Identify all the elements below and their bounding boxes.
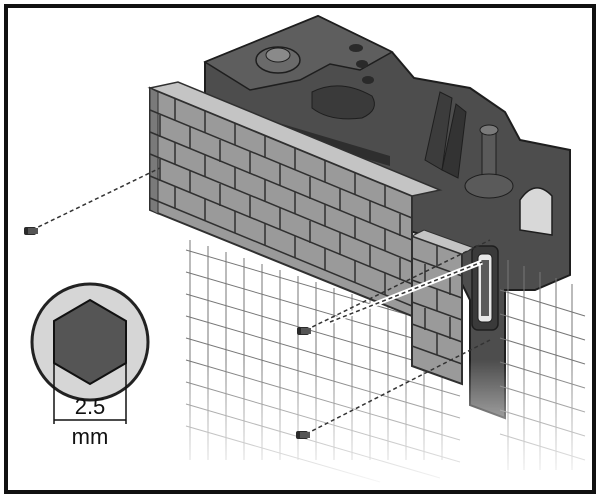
hex-size-unit: mm [72, 424, 109, 449]
connector-pins [481, 260, 489, 316]
panel-brick-lines [149, 98, 413, 307]
bracket-arch [519, 187, 553, 236]
bracket-top-face [203, 15, 394, 91]
bracket-fin [441, 103, 467, 179]
hex-screw [296, 431, 310, 439]
brick-panel-main [147, 81, 443, 318]
hex-size-value: 2.5 [75, 394, 106, 419]
bracket-hole [362, 76, 374, 84]
screw-leader-line [329, 261, 483, 323]
panel-left-edge [149, 87, 159, 215]
mesh-fade [180, 360, 590, 490]
side-panel-brick-lines [411, 245, 463, 365]
bracket-post-base [464, 173, 514, 199]
hex-screw [24, 227, 38, 235]
bracket-recess [311, 85, 375, 120]
hex-key-callout: 2.5 mm [30, 282, 150, 449]
bracket-hole [349, 44, 363, 52]
bracket-fin [424, 91, 453, 171]
bracket-boss-top [265, 47, 291, 63]
screw-leader-line [31, 167, 161, 231]
side-panel-top [410, 229, 476, 255]
screws [24, 167, 491, 439]
bracket-hole [356, 60, 368, 68]
bracket-post [481, 131, 497, 177]
hex-socket-icon [53, 298, 127, 386]
hex-screw [297, 327, 311, 335]
screw-leader-line [305, 239, 491, 331]
bracket-post-cap [479, 124, 499, 136]
